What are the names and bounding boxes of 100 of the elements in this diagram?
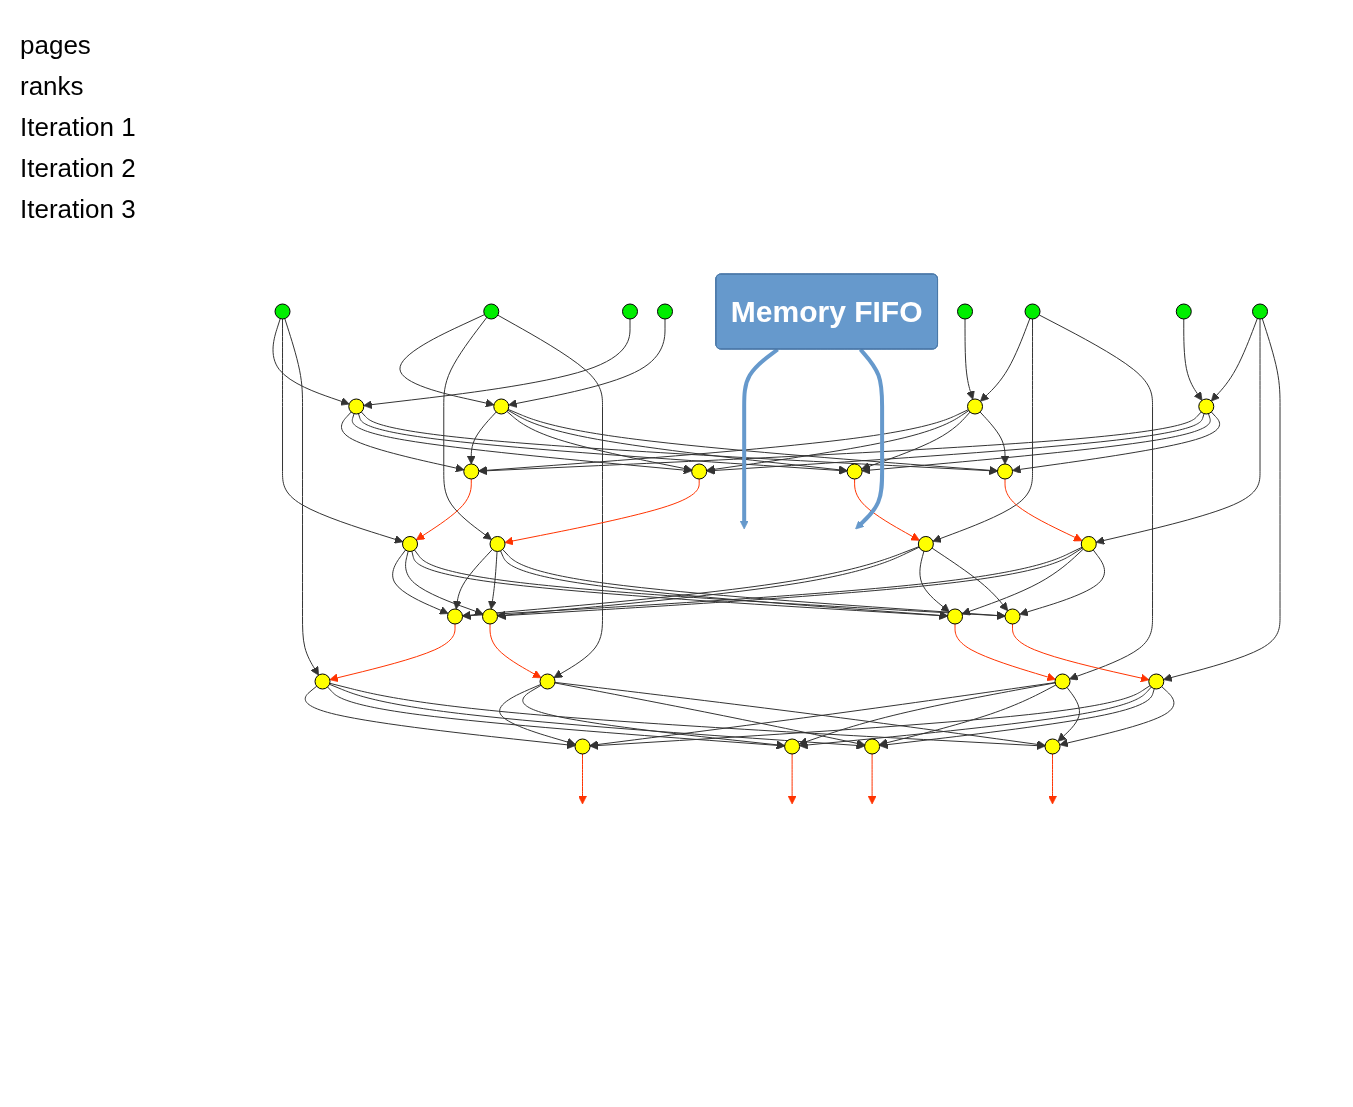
arrow (1048, 753, 1057, 804)
arrow (508, 318, 666, 408)
arrow (497, 314, 603, 678)
arrow (919, 550, 950, 612)
text-label: Iteration 1 (20, 112, 137, 143)
arrow (363, 318, 631, 409)
ellipse-node (1054, 673, 1071, 689)
arrow (399, 313, 495, 407)
arrow (1012, 411, 1221, 474)
ellipse-node (1252, 303, 1268, 319)
arrow (954, 623, 1056, 681)
arrow (304, 685, 576, 749)
arrow (961, 548, 1084, 615)
ellipse-node (1004, 608, 1021, 624)
ellipse-node (957, 303, 973, 319)
arrow (1059, 685, 1175, 747)
ellipse-node (846, 463, 863, 479)
arrow (1163, 317, 1281, 682)
ellipse-node (482, 608, 498, 624)
arrow (478, 411, 1202, 475)
ellipse-node (691, 463, 708, 479)
arrow (589, 684, 1151, 750)
ellipse-node (917, 535, 934, 552)
ellipse-node (348, 398, 365, 414)
ellipse-node (493, 398, 510, 414)
text-label: Iteration 3 (20, 194, 137, 225)
arrow (282, 318, 404, 544)
arrow (1038, 313, 1153, 680)
ellipse-node (463, 463, 480, 479)
arrow (392, 549, 449, 614)
arrow (1210, 317, 1258, 401)
arrow (351, 412, 693, 474)
arrow (861, 412, 1211, 474)
arrow (854, 478, 920, 541)
arrow (964, 318, 975, 400)
arrow (799, 686, 1152, 749)
arrow (798, 681, 1056, 746)
arrow (499, 683, 576, 746)
arrow (1019, 549, 1105, 616)
arrow (855, 347, 885, 529)
ellipse-node (314, 673, 331, 689)
ellipse-node (947, 608, 963, 624)
arrow (522, 684, 786, 749)
arrow (1012, 623, 1150, 682)
ellipse-node (447, 608, 463, 624)
arrow (867, 753, 877, 804)
arrow (931, 547, 1009, 611)
arrow (979, 411, 1010, 464)
arrow (504, 478, 700, 545)
arrow (329, 623, 456, 682)
arrow (861, 411, 971, 470)
arrow (739, 347, 779, 529)
ellipse-node (402, 535, 418, 552)
arrow (415, 478, 472, 540)
arrow (488, 550, 498, 609)
arrow (1095, 318, 1261, 545)
arrow (980, 317, 1031, 402)
ellipse-node (657, 303, 673, 319)
text-label: ranks (20, 71, 85, 102)
ellipse-node (997, 463, 1013, 479)
ellipse-node (784, 738, 801, 754)
arrow (405, 550, 484, 615)
ellipse-node (967, 398, 983, 414)
ellipse-node (1044, 738, 1061, 754)
arrow (554, 681, 866, 748)
ellipse-node (1148, 673, 1165, 689)
ellipse-node (489, 535, 506, 552)
ellipse-node (1198, 398, 1215, 414)
arrow (443, 316, 492, 540)
arrow (453, 548, 493, 609)
arrow (507, 409, 848, 474)
arrow (1004, 478, 1083, 541)
ellipse-node (274, 303, 291, 319)
arrow (787, 753, 797, 804)
ellipse-node (574, 738, 591, 754)
arrow (329, 682, 1046, 750)
arrow (706, 412, 1205, 475)
arrow (328, 683, 865, 750)
process-box: Memory FIFO (715, 273, 938, 349)
ellipse-node (864, 738, 881, 754)
ellipse-node (483, 303, 500, 319)
ellipse-node (1080, 535, 1097, 552)
arrow (489, 623, 542, 678)
arrow (466, 411, 497, 464)
arrow (578, 753, 587, 804)
text-label: Iteration 2 (20, 153, 137, 184)
arrow (1183, 318, 1203, 401)
ellipse-node (622, 303, 638, 319)
arrow (878, 684, 1057, 747)
arrow (1057, 686, 1080, 742)
arrow (272, 317, 350, 406)
ellipse-node (539, 673, 556, 689)
arrow (506, 410, 693, 473)
arrow (341, 411, 465, 472)
arrow (879, 687, 1155, 749)
arrow (932, 318, 1033, 543)
ellipse-node (1024, 303, 1041, 319)
ellipse-node (1175, 303, 1192, 319)
arrow (284, 317, 319, 675)
text-label: pages (20, 30, 92, 61)
